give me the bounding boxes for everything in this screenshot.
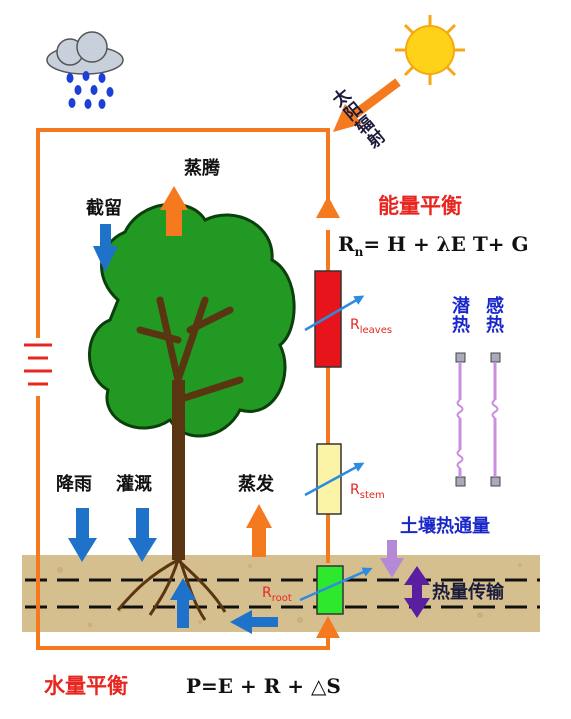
soil-heat-flux-arrow <box>380 540 404 578</box>
soil-layer <box>22 555 540 632</box>
sun-icon <box>395 15 465 85</box>
rainfall-label: 降雨 <box>56 474 92 495</box>
sensible-heat-label: 感热 <box>483 296 504 334</box>
sensible-heat-spring <box>490 352 501 487</box>
energy-balance-equation: Rn= H + λE T+ G <box>338 232 529 259</box>
irrigation-label: 灌溉 <box>116 474 152 495</box>
water-balance-title: 水量平衡 <box>44 674 128 698</box>
soil-heat-flux-label: 土壤热通量 <box>400 516 490 537</box>
soil-evaporation-arrow <box>246 504 272 557</box>
root-uptake-arrow <box>170 578 196 628</box>
latent-heat-label: 潜热 <box>449 296 470 334</box>
loop-arrow-bottom <box>316 616 340 638</box>
r-stem-label: Rstem <box>350 482 385 501</box>
heat-transfer-label: 热量传输 <box>432 582 504 603</box>
irrigation-arrow <box>128 508 157 562</box>
heat-transfer-arrow <box>404 566 430 618</box>
r-leaves-label: Rleaves <box>350 317 393 336</box>
solar-radiation-arrow <box>333 78 401 132</box>
loop-arrow-top <box>316 196 340 218</box>
soil-evaporation-label: 蒸发 <box>238 474 274 495</box>
r-root-label: Rroot <box>262 585 292 604</box>
interception-label: 截留 <box>86 198 122 219</box>
transpiration-arrow <box>160 186 188 236</box>
latent-heat-spring <box>455 352 466 487</box>
resistor-stem <box>304 443 365 515</box>
resistor-leaves <box>304 270 365 368</box>
battery-icon <box>24 343 52 386</box>
resistor-root <box>299 565 373 615</box>
water-balance-equation: P=E + R + △S <box>186 674 341 698</box>
soil-water-flow-arrow <box>230 610 278 634</box>
interception-arrow <box>93 224 118 272</box>
energy-balance-title: 能量平衡 <box>378 194 462 218</box>
rain-cloud-icon <box>46 31 124 109</box>
tree-icon <box>88 202 296 621</box>
transpiration-label: 蒸腾 <box>184 158 220 179</box>
rainfall-arrow <box>68 508 97 562</box>
